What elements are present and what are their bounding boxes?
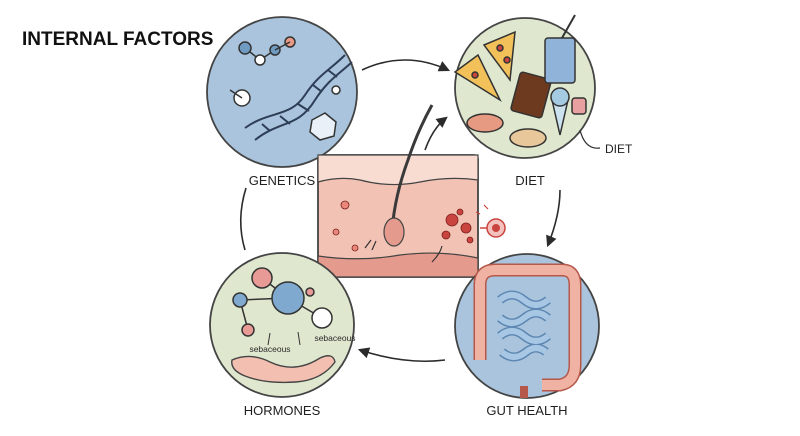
hormones-node [209, 252, 355, 398]
genetics-label: GENETICS [249, 173, 316, 188]
inflammation-marker-icon [475, 204, 506, 238]
diet-callout-line [579, 129, 601, 149]
cracker-icon [509, 128, 547, 148]
chocolate-bar-icon [510, 71, 552, 119]
molecule-icon [229, 36, 341, 141]
molecule-icon [232, 267, 333, 337]
diet-label: DIET [515, 173, 545, 188]
cookie-icon [466, 113, 504, 133]
sebaceous-gland-icon [231, 355, 336, 384]
pizza-slice-icon [482, 30, 516, 82]
hair-follicle-icon [390, 104, 434, 231]
diagram-title: INTERNAL FACTORS [22, 29, 213, 50]
soda-cup-icon [544, 37, 576, 84]
bacteria-icon [364, 239, 443, 263]
intestine-icon [473, 263, 582, 398]
gut-label: GUT HEALTH [486, 403, 567, 418]
inflamed-pore-icon [332, 200, 474, 252]
arrow-hormones-to-genetics [239, 187, 247, 251]
cycle-arrows [239, 59, 561, 363]
arrow-skin-to-diet [424, 116, 448, 151]
diet-node [453, 14, 601, 159]
gut-node [454, 253, 600, 399]
genetics-node [206, 16, 358, 168]
arrow-genetics-to-diet [361, 59, 451, 72]
arrow-diet-to-gut [546, 189, 561, 248]
junk-food-icon [453, 14, 587, 148]
skin-cross-section-icon [317, 104, 506, 278]
arrow-gut-to-hormones [357, 347, 446, 363]
hormones-sublabel-right: sebaceous [314, 333, 355, 343]
diet-callout: DIET [605, 142, 633, 156]
dna-helix-icon [244, 54, 353, 141]
hormones-label: HORMONES [244, 403, 321, 418]
hormones-sublabel-left: sebaceous [249, 344, 290, 354]
